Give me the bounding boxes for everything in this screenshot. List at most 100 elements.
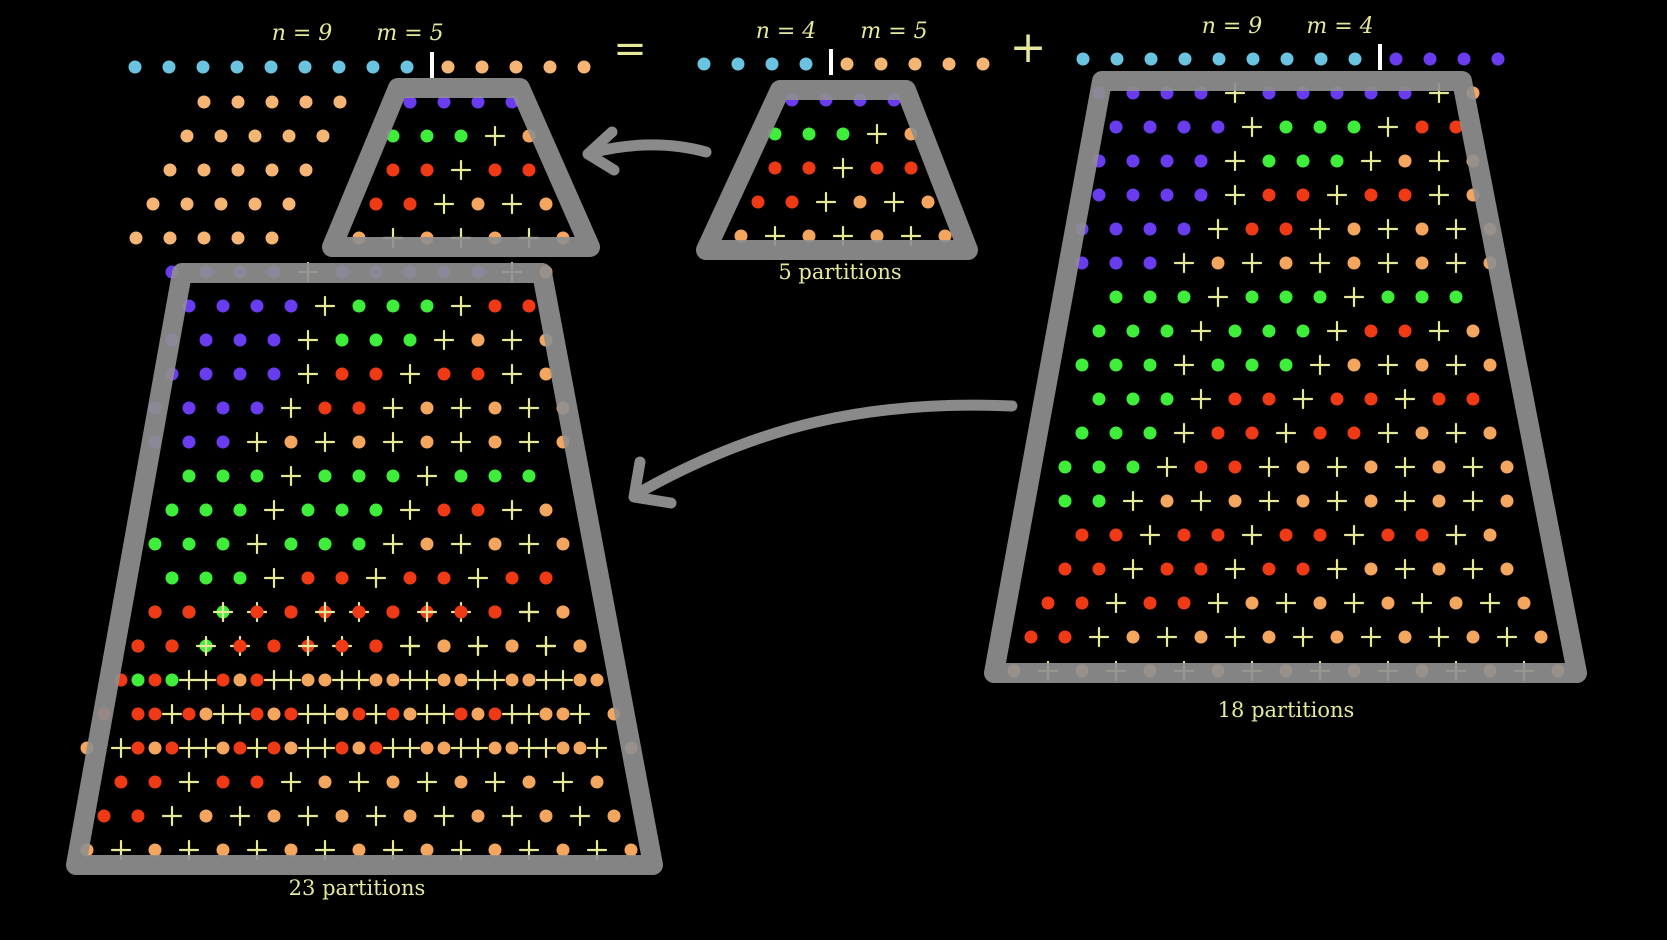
- orange-dot: [522, 775, 536, 789]
- orange-dot: [1415, 358, 1429, 372]
- plus-mark: [1207, 286, 1229, 308]
- red-dot: [488, 605, 502, 619]
- plus-mark: [1122, 490, 1144, 512]
- orange-dot: [1466, 324, 1480, 338]
- plus-mark: [348, 669, 370, 691]
- plus-mark: [1377, 252, 1399, 274]
- red-dot: [1228, 460, 1242, 474]
- red-dot: [301, 571, 315, 585]
- orange-dot: [624, 843, 638, 857]
- orange-dot: [454, 775, 468, 789]
- purple-dot: [403, 95, 417, 109]
- plus-mark: [314, 431, 336, 453]
- plus-mark: [1445, 218, 1467, 240]
- peach-dot: [908, 57, 922, 71]
- green-dot: [1058, 460, 1072, 474]
- orange-dot: [522, 673, 536, 687]
- purple-dot: [1143, 222, 1157, 236]
- medium-frame: [984, 71, 1587, 683]
- plus-mark: [832, 157, 854, 179]
- peach-dot: [333, 95, 347, 109]
- plus-mark: [297, 363, 319, 385]
- orange-dot: [921, 195, 935, 209]
- plus-mark: [297, 329, 319, 351]
- red-dot: [1279, 222, 1293, 236]
- red-dot: [1415, 528, 1429, 542]
- plus-mark: [280, 771, 302, 793]
- purple-dot: [437, 95, 451, 109]
- red-dot: [1449, 120, 1463, 134]
- peach-dot: [180, 129, 194, 143]
- green-dot: [420, 129, 434, 143]
- middle-dot-sequence: [697, 49, 990, 75]
- plus-mark: [1326, 320, 1348, 342]
- green-dot: [284, 537, 298, 551]
- red-dot: [369, 367, 383, 381]
- red-dot: [1296, 562, 1310, 576]
- red-dot: [488, 707, 502, 721]
- plus-mark: [263, 499, 285, 521]
- green-dot: [216, 537, 230, 551]
- green-dot: [1143, 426, 1157, 440]
- red-dot: [386, 707, 400, 721]
- small-caption: 5 partitions: [778, 260, 901, 284]
- red-dot: [1109, 528, 1123, 542]
- plus-mark: [1156, 456, 1178, 478]
- orange-dot: [1330, 630, 1344, 644]
- orange-dot: [488, 401, 502, 415]
- plus-mark: [535, 635, 557, 657]
- red-dot: [182, 605, 196, 619]
- blue-dot: [765, 57, 779, 71]
- orange-dot: [1245, 596, 1259, 610]
- red-dot: [802, 161, 816, 175]
- purple-dot: [471, 95, 485, 109]
- orange-dot: [539, 707, 553, 721]
- plus-mark: [450, 397, 472, 419]
- red-dot: [1075, 528, 1089, 542]
- red-dot: [216, 775, 230, 789]
- plus-mark: [229, 703, 251, 725]
- large-frame: [66, 263, 663, 875]
- orange-dot: [1500, 460, 1514, 474]
- plus-mark: [535, 669, 557, 691]
- orange-dot: [1398, 630, 1412, 644]
- red-dot: [335, 639, 349, 653]
- right-dot-sequence: [1076, 44, 1505, 70]
- peach-dot: [577, 60, 591, 74]
- plus-mark: [1428, 184, 1450, 206]
- orange-dot: [1364, 562, 1378, 576]
- plus-mark: [1377, 218, 1399, 240]
- red-dot: [267, 741, 281, 755]
- purple-dot: [267, 367, 281, 381]
- orange-dot: [386, 673, 400, 687]
- plus-mark: [467, 635, 489, 657]
- green-dot: [352, 469, 366, 483]
- orange-dot: [403, 809, 417, 823]
- green-dot: [1177, 290, 1191, 304]
- plus-mark: [1326, 490, 1348, 512]
- plus-mark: [280, 669, 302, 691]
- orange-dot: [284, 741, 298, 755]
- orange-dot: [318, 673, 332, 687]
- right-m-label: m = 4: [1306, 14, 1373, 39]
- peach-dot: [543, 60, 557, 74]
- plus-mark: [552, 771, 574, 793]
- orange-dot: [1483, 528, 1497, 542]
- peach-dot: [163, 163, 177, 177]
- orange-dot: [802, 229, 816, 243]
- orange-dot: [853, 195, 867, 209]
- orange-dot: [573, 673, 587, 687]
- plus-mark: [1241, 524, 1263, 546]
- arrow-medium-to-large: [628, 399, 1018, 509]
- plus-mark: [1462, 490, 1484, 512]
- plus-mark: [246, 431, 268, 453]
- green-dot: [1228, 324, 1242, 338]
- red-dot: [904, 161, 918, 175]
- plus-mark: [1224, 150, 1246, 172]
- orange-dot: [938, 229, 952, 243]
- red-dot: [352, 707, 366, 721]
- plus-mark: [416, 771, 438, 793]
- red-dot: [182, 707, 196, 721]
- plus-mark: [501, 805, 523, 827]
- orange-dot: [233, 673, 247, 687]
